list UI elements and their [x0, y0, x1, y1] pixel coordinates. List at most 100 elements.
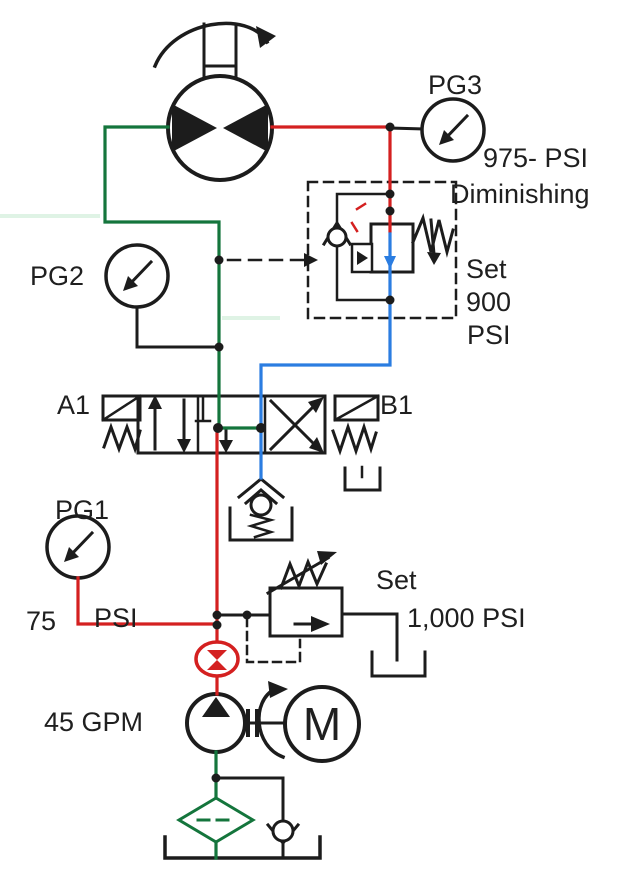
pg3-reading: 975- PSI — [483, 143, 588, 173]
cross-arrowhead-upper — [308, 397, 324, 413]
labels: PG3 975- PSI Diminishing Set 900 PSI PG2… — [26, 70, 590, 750]
cross-arrowhead-lower — [309, 437, 324, 453]
junction-dot — [213, 423, 223, 433]
pump-rotation-arrowhead — [268, 681, 288, 698]
backpressure-check-valve — [228, 477, 294, 542]
reducing-spring-arrow-shaft — [429, 218, 436, 256]
pump-motor-group — [185, 685, 361, 763]
scan-streak — [222, 316, 280, 320]
motor-rotation-arrowhead — [256, 26, 276, 48]
relief-set-value: 1,000 PSI — [407, 603, 526, 633]
pg1-value: 75 — [26, 606, 56, 636]
tank-icon — [370, 650, 427, 678]
check-spring-icon — [246, 513, 276, 539]
motor-rotation-arrow — [257, 686, 286, 760]
pilot-box-arrow — [357, 251, 368, 265]
spring-left-icon — [102, 422, 142, 454]
junction-dot — [385, 295, 395, 305]
motor-triangle-left — [172, 104, 217, 152]
check-valve-ball-icon — [326, 226, 348, 248]
pg1-unit: PSI — [94, 603, 138, 633]
center-port-stub — [194, 394, 212, 423]
center-tank-arrowhead — [219, 440, 233, 453]
directional-valve — [101, 394, 380, 456]
motor-triangle-right — [223, 104, 268, 152]
blue-fills — [384, 256, 396, 269]
valve-dividers — [196, 394, 267, 455]
bypass-check-ball-icon — [271, 819, 295, 843]
junction-dot — [211, 773, 221, 783]
coupling-icon — [246, 709, 259, 737]
junction-dot — [242, 610, 252, 620]
red-fills — [207, 650, 227, 670]
pg2-stem-line — [135, 305, 218, 349]
relief-adjust-arrow-shaft — [265, 555, 331, 596]
left-box-arrowhead-up — [148, 395, 162, 409]
pump-flow-label: 45 GPM — [44, 707, 143, 737]
pg3-needle-head — [439, 130, 454, 145]
tank-icon — [228, 506, 294, 542]
port-a1-label: A1 — [57, 390, 90, 420]
junction-dots — [211, 122, 395, 783]
solenoid-right — [333, 394, 380, 422]
gauge-pg3 — [420, 97, 486, 163]
reducing-spring-icon — [411, 213, 455, 258]
pg2-label: PG2 — [30, 261, 84, 291]
junction-dot — [256, 423, 266, 433]
valve-body — [136, 394, 327, 455]
motor-return-line — [103, 125, 221, 430]
tank-icon — [343, 466, 382, 492]
relief-pilot-dashed-line — [245, 616, 302, 664]
junction-dot — [385, 206, 395, 216]
green-suction-lines — [103, 125, 263, 860]
port-b1-label: B1 — [380, 390, 413, 420]
right-box-crossed-arrows — [268, 398, 322, 452]
filter-icon — [176, 796, 256, 844]
reducing-valve-dashed-box — [306, 180, 458, 320]
junction-dot — [212, 620, 222, 630]
spring-right-icon — [331, 422, 378, 456]
pg1-label: PG1 — [55, 495, 109, 525]
pg3-label: PG3 — [428, 70, 482, 100]
flow-meter-bottom-cone — [207, 660, 227, 670]
hydraulic-motor — [152, 21, 274, 182]
relief-outlet-line — [340, 612, 399, 662]
pg3-note: Diminishing — [450, 179, 590, 209]
motor-rotation-arrow — [152, 21, 270, 69]
relief-valve — [215, 555, 427, 678]
relief-spring-icon — [279, 557, 328, 591]
electric-motor-circle — [283, 685, 361, 763]
junction-dot — [385, 189, 395, 199]
motor-shaft — [202, 22, 238, 80]
pump-outlet-triangle — [202, 697, 230, 717]
relief-valve-body — [268, 586, 344, 638]
black-fills — [64, 26, 454, 783]
reducing-set-value: 900 — [466, 287, 511, 317]
check-seat-inner-icon — [243, 488, 279, 506]
junction-dot — [385, 122, 395, 132]
solenoid-left — [101, 394, 142, 422]
scan-artifacts — [0, 214, 280, 320]
scan-streak — [0, 214, 100, 218]
left-box-arrowhead-down — [177, 439, 191, 453]
reducing-valve-body — [369, 222, 415, 274]
relief-adjust-arrowhead — [317, 551, 337, 565]
bypass-branch-line — [214, 776, 285, 824]
relief-set-label: Set — [376, 565, 417, 595]
reducing-spring-arrowhead — [427, 252, 441, 265]
electric-motor-letter: M — [303, 698, 341, 750]
reducing-pilot-red-dashes — [350, 202, 367, 233]
flow-meter-top-cone — [207, 650, 227, 660]
reservoir-tank-icon — [163, 835, 322, 860]
reservoir-area — [163, 776, 322, 860]
reducing-set-label: Set — [466, 254, 507, 284]
solenoid-right-diagonal — [333, 394, 380, 422]
gauge-pg2 — [104, 243, 218, 349]
pg3-branch-line — [388, 126, 425, 131]
reducing-set-unit: PSI — [467, 320, 511, 350]
reducing-valve-flow-arrow — [384, 256, 396, 269]
pg2-needle-head — [123, 276, 138, 291]
pg1-branch-line — [76, 576, 217, 626]
